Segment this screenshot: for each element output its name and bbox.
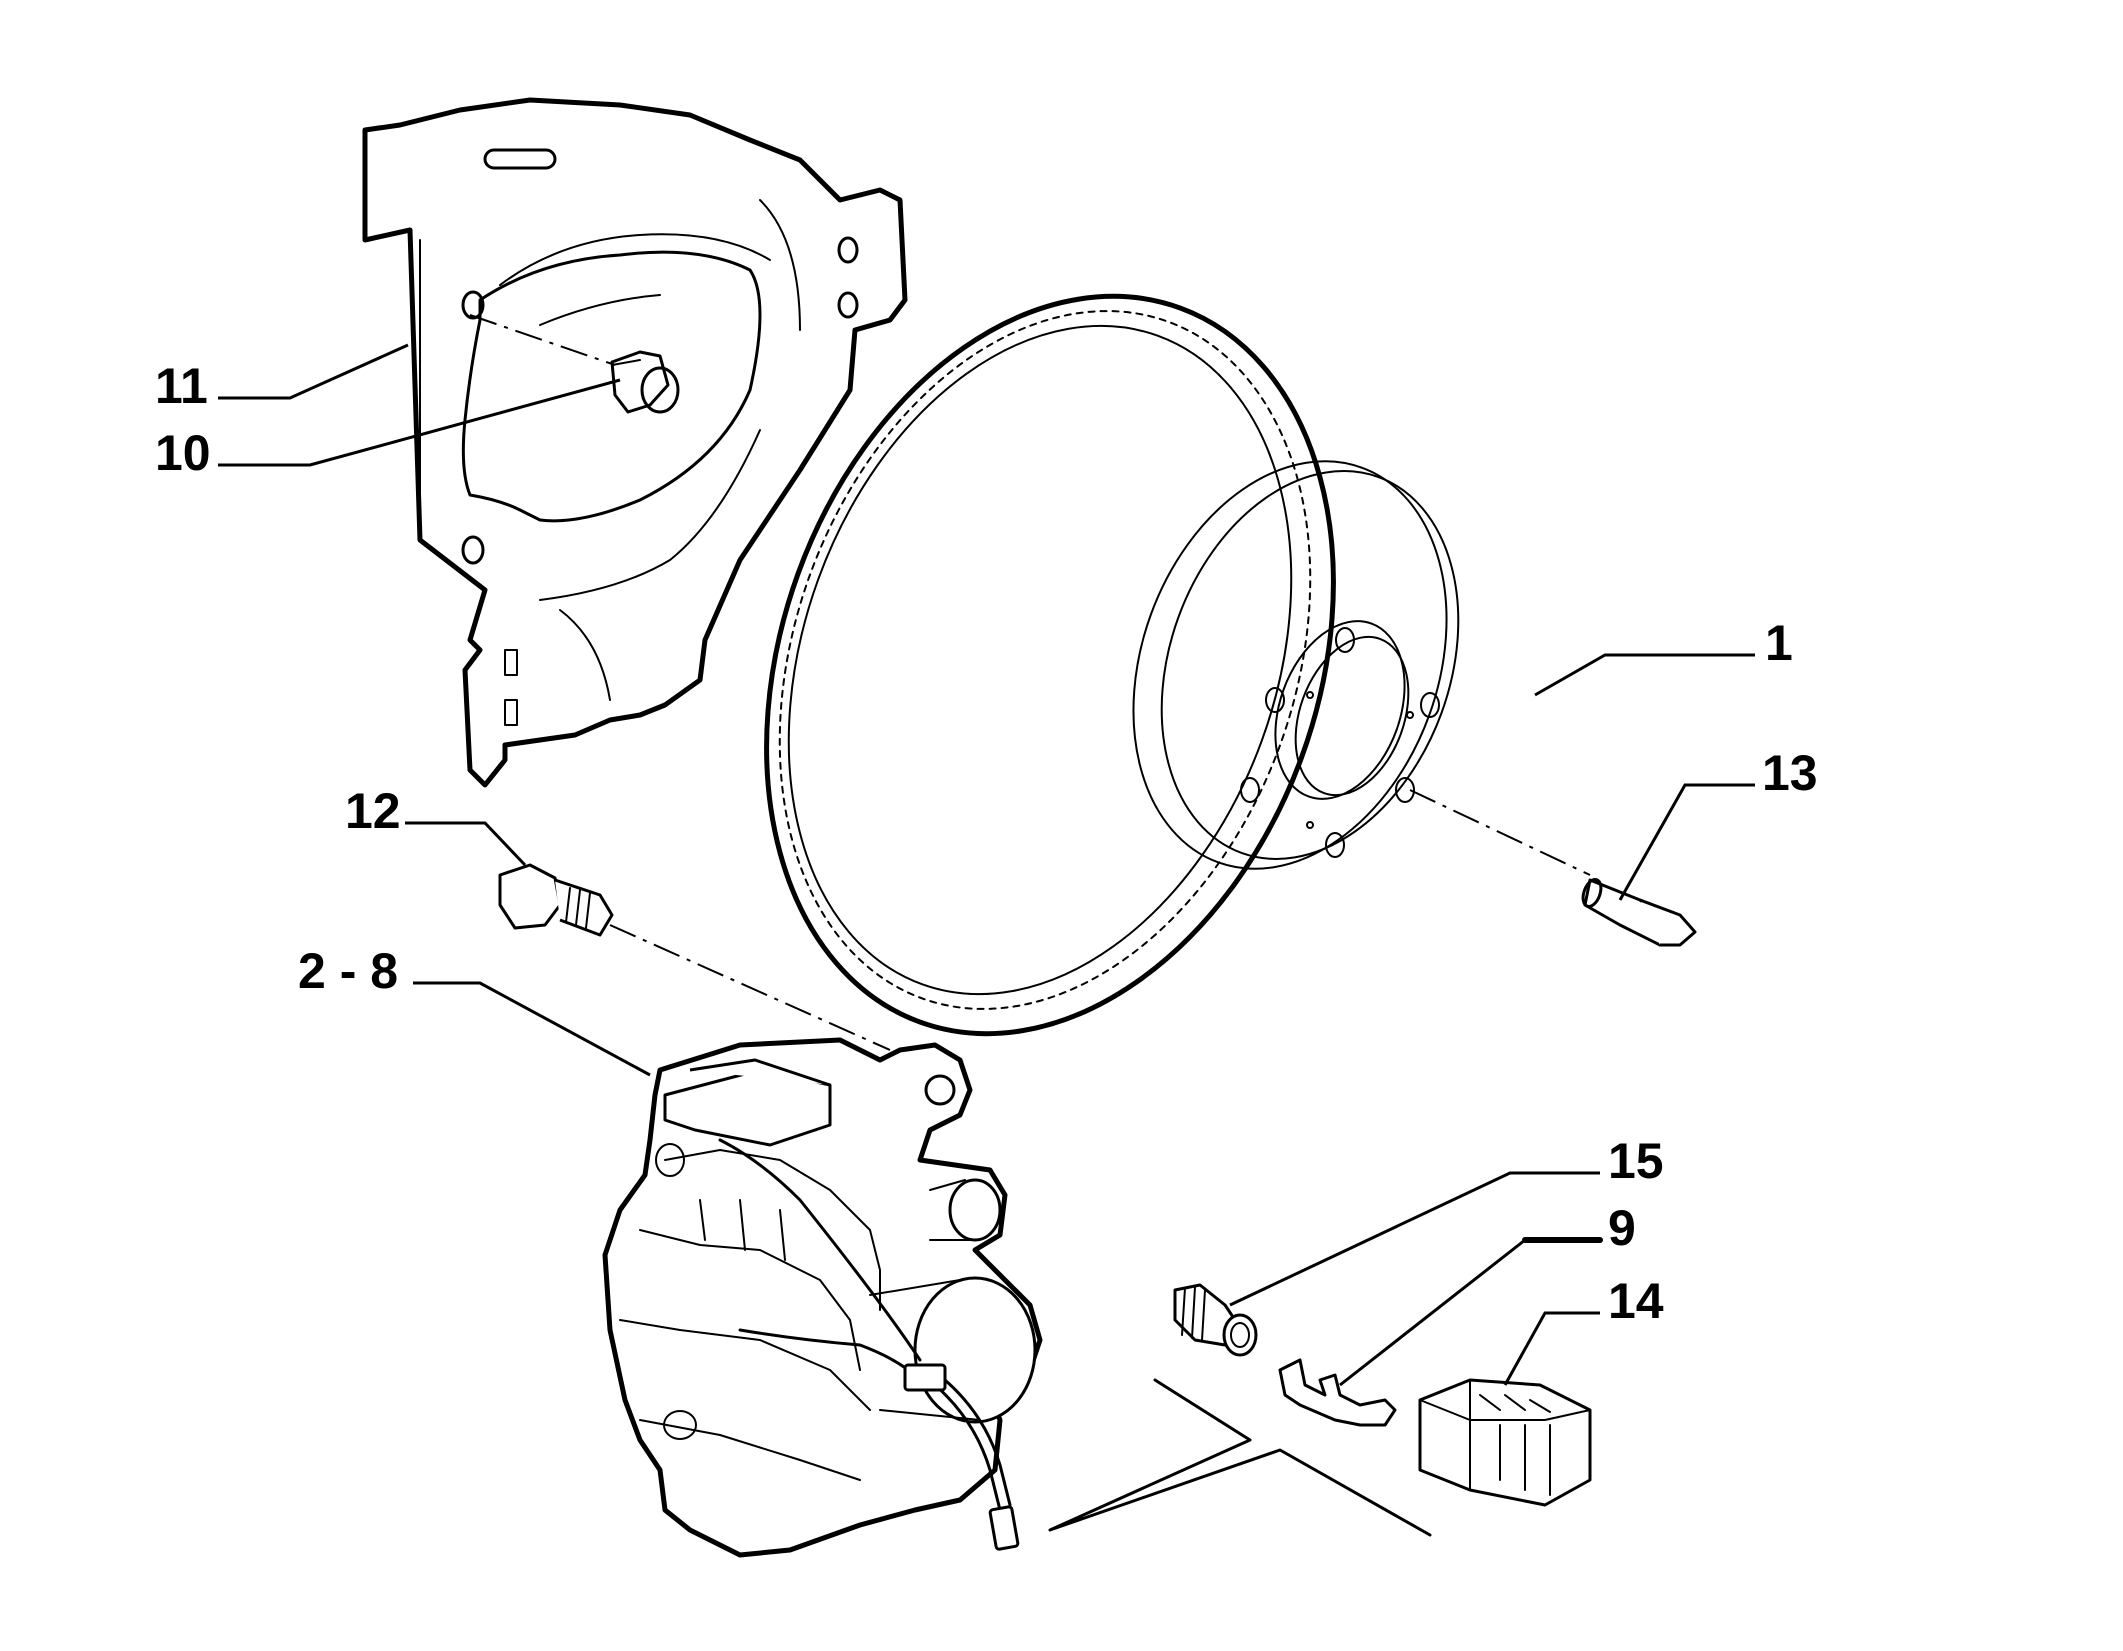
leader-14 [1503, 1311, 1600, 1386]
leader-11 [218, 343, 409, 400]
leader-1 [1534, 653, 1755, 697]
dust-shield [362, 97, 908, 788]
screw-13 [1581, 878, 1697, 947]
callout-9: 9 [1608, 1200, 1636, 1256]
leader-10 [218, 378, 621, 467]
callout-15: 15 [1608, 1133, 1664, 1189]
callout-14: 14 [1608, 1273, 1664, 1329]
leader-15 [1229, 1171, 1600, 1307]
axis-line-13 [1409, 789, 1591, 876]
bolt-12 [498, 863, 614, 937]
callout-2-8: 2 - 8 [298, 943, 398, 999]
callout-12: 12 [345, 783, 401, 839]
leader-lines [218, 343, 1755, 1387]
callout-10: 10 [155, 425, 211, 481]
connector-14 [1418, 1378, 1592, 1507]
leader-13 [1618, 783, 1755, 901]
terminal-9 [1278, 1358, 1397, 1427]
leader-2-8 [413, 981, 651, 1077]
brake-disc [764, 293, 1460, 1037]
leader-9-tail [1339, 1238, 1526, 1387]
axis-line-12 [609, 924, 891, 1051]
axis-line-10 [469, 314, 616, 366]
callout-11: 11 [155, 358, 208, 414]
callout-13: 13 [1762, 745, 1818, 801]
callout-1: 1 [1765, 615, 1793, 671]
wire-route-lines [1048, 1378, 1432, 1537]
brake-caliper [602, 1037, 1043, 1558]
plug-15 [1173, 1283, 1258, 1357]
leader-12 [405, 821, 527, 867]
bolt-10 [610, 350, 680, 414]
